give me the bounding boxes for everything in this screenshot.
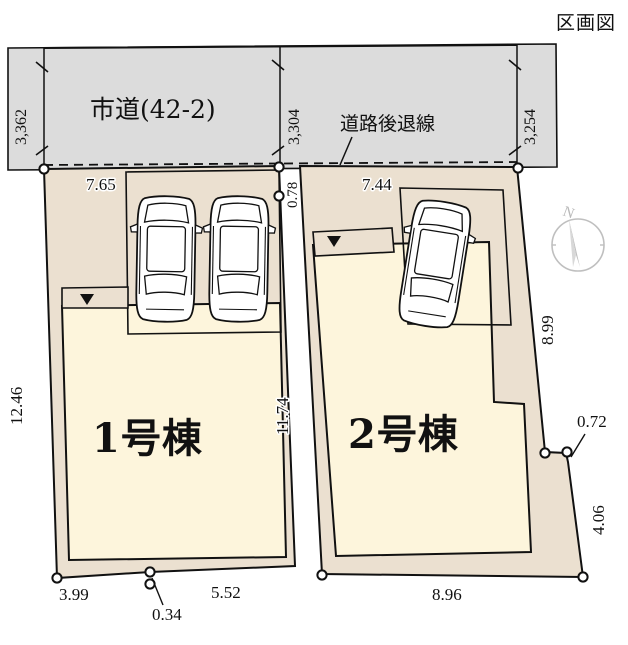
lot-1-parking-pad xyxy=(125,169,282,335)
lot1-dim-south-notch: 0.34 xyxy=(152,605,182,624)
car-icon-2 xyxy=(200,194,277,324)
setback-line-label: 道路後退線 xyxy=(340,113,435,135)
road-name-label: 市道(42-2) xyxy=(90,95,216,124)
compass-icon: N xyxy=(551,204,605,272)
road-dim-middle: 3,304 xyxy=(286,109,303,145)
entrance-arrow-icon-2 xyxy=(327,236,341,247)
lot1-dim-west: 12.46 xyxy=(7,387,26,425)
building-2-entrance-strip xyxy=(312,227,395,257)
lot2-dim-east-lower: 4.06 xyxy=(589,505,608,535)
lot2-dim-east-notch: 0.72 xyxy=(577,412,607,431)
road-dim-right: 3,254 xyxy=(522,109,539,145)
lot2-dim-gap: 0.78 xyxy=(285,182,301,208)
lot2-dim-east-upper: 8.99 xyxy=(538,315,557,345)
road-dim-left: 3,362 xyxy=(13,109,30,145)
lot1-dim-south-east: 5.52 xyxy=(211,583,241,602)
car-icon-1 xyxy=(127,194,204,324)
building-2-label: 2号棟 xyxy=(348,411,459,458)
lot2-dim-south: 8.96 xyxy=(432,585,462,604)
lot-2[interactable]: 2号棟 7.44 0.78 8.99 0.72 4.06 8.96 xyxy=(284,164,610,606)
lot2-notch-leader xyxy=(570,433,586,458)
building-2-footprint xyxy=(311,240,533,558)
lot2-dim-north: 7.44 xyxy=(362,175,392,194)
page-title: 区画図 xyxy=(555,12,616,34)
building-1-footprint xyxy=(60,301,288,562)
entrance-arrow-icon-1 xyxy=(80,294,94,305)
setback-dashed-line xyxy=(43,161,518,166)
building-1-label: 1号棟 xyxy=(92,415,203,462)
lot1-dim-north: 7.65 xyxy=(86,175,116,194)
lot-1[interactable]: 1号棟 7.65 12.46 11.74 3.99 0.34 5.52 xyxy=(6,164,297,626)
road-area: 3,362 3,304 3,254 市道(42-2) 道路後退線 xyxy=(7,43,558,171)
compass-north-label: N xyxy=(561,204,577,223)
building-1-entrance-strip xyxy=(61,286,129,309)
lot1-dim-south-west: 3.99 xyxy=(59,585,89,604)
setback-leader-line xyxy=(339,136,353,166)
lot1-dim-east: 11.74 xyxy=(273,397,292,435)
